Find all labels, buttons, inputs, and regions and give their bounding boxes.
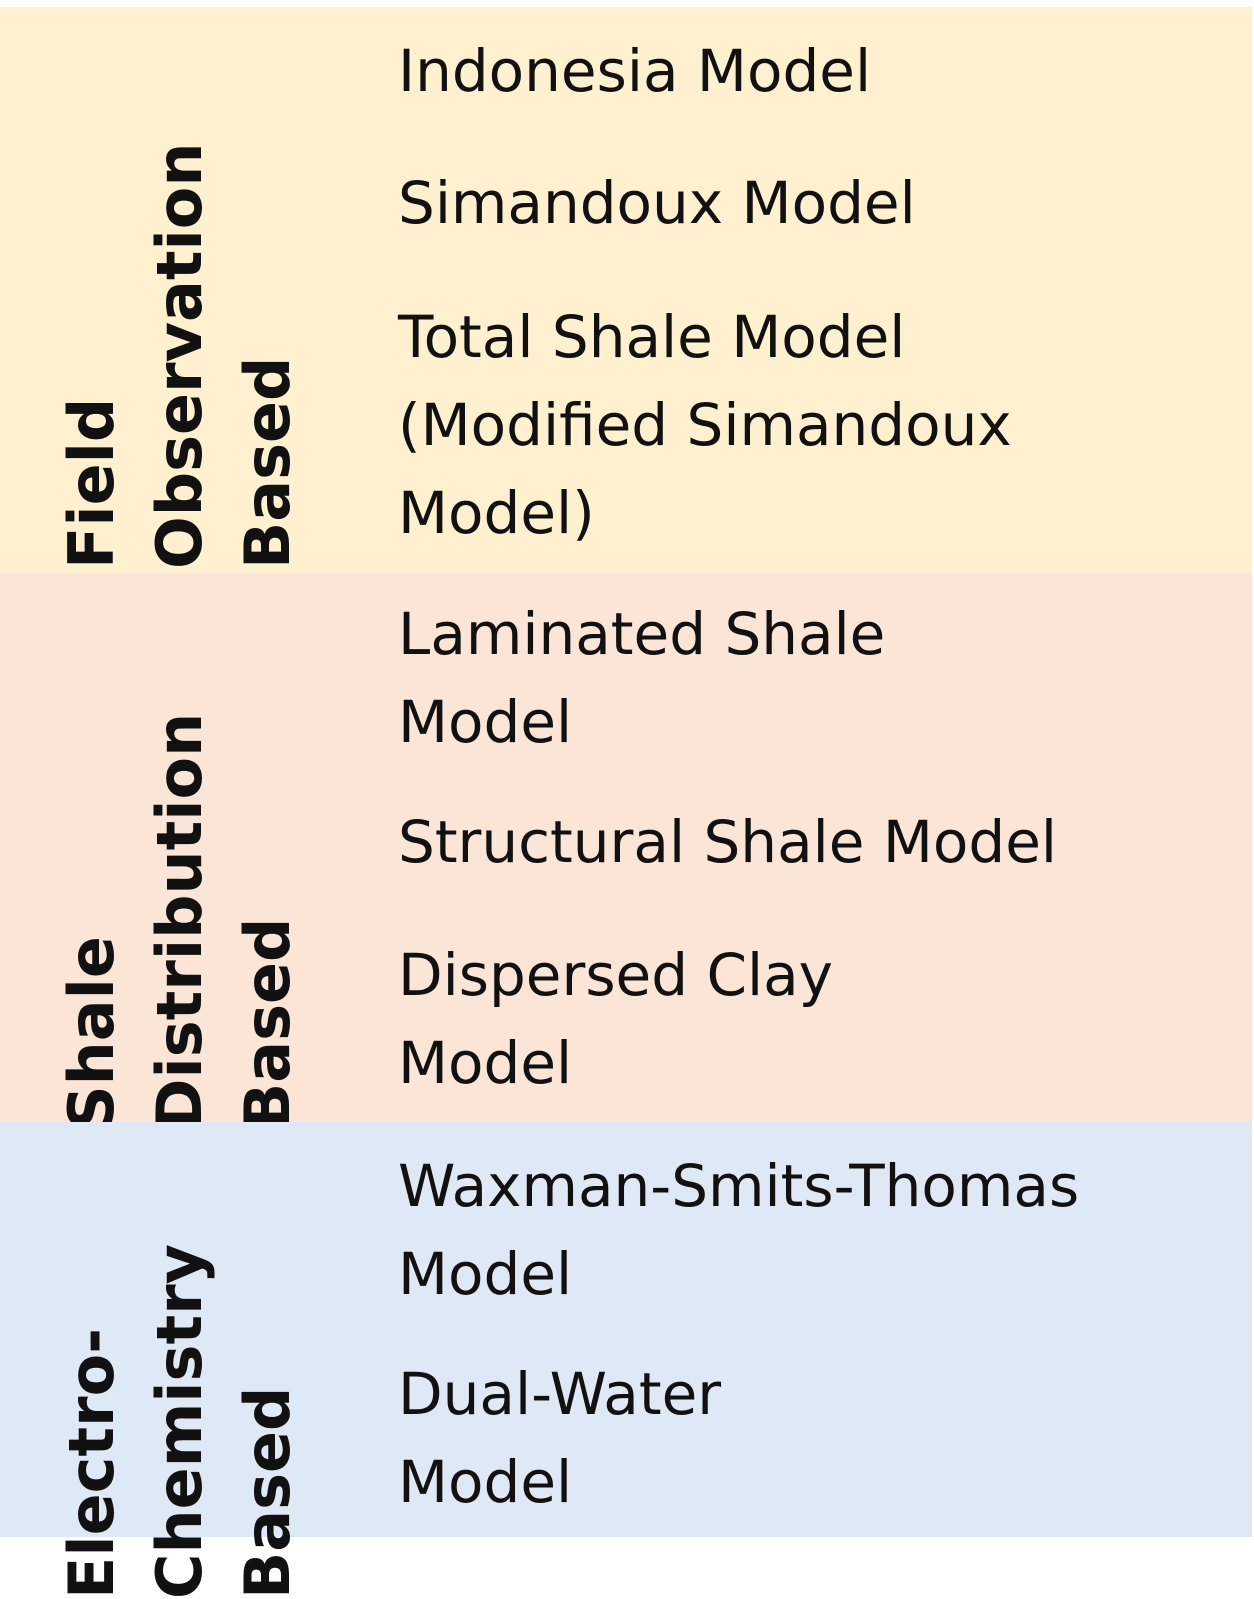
electro-chemistry-label: Electro- Chemistry Based — [55, 1243, 304, 1599]
simandoux-model-label: Simandoux Model — [398, 169, 916, 237]
electro-chemistry-band: Electro- Chemistry Based Waxman-Smits-Th… — [0, 1122, 1252, 1599]
shale-distribution-label: Shale Distribution Based — [55, 712, 304, 1130]
waxman-smits-thomas-model-label: Waxman-Smits-Thomas Model — [398, 1152, 1080, 1308]
field-observation-label: Field Observation Based — [55, 142, 304, 570]
indonesia-model-label: Indonesia Model — [398, 37, 872, 105]
field-observation-band: Field Observation Based Indonesia Model … — [0, 7, 1252, 573]
dispersed-clay-model-label: Dispersed Clay Model — [398, 941, 833, 1097]
electro-chemistry-category: Electro- Chemistry Based — [40, 1122, 320, 1599]
laminated-shale-model-label: Laminated Shale Model — [398, 600, 886, 756]
dual-water-model-label: Dual-Water Model — [398, 1360, 722, 1516]
shale-distribution-category: Shale Distribution Based — [40, 573, 320, 1130]
shale-distribution-band: Shale Distribution Based Laminated Shale… — [0, 573, 1252, 1130]
field-observation-category: Field Observation Based — [40, 7, 320, 573]
total-shale-model-label: Total Shale Model (Modified Simandoux Mo… — [398, 303, 1012, 547]
structural-shale-model-label: Structural Shale Model — [398, 808, 1057, 876]
